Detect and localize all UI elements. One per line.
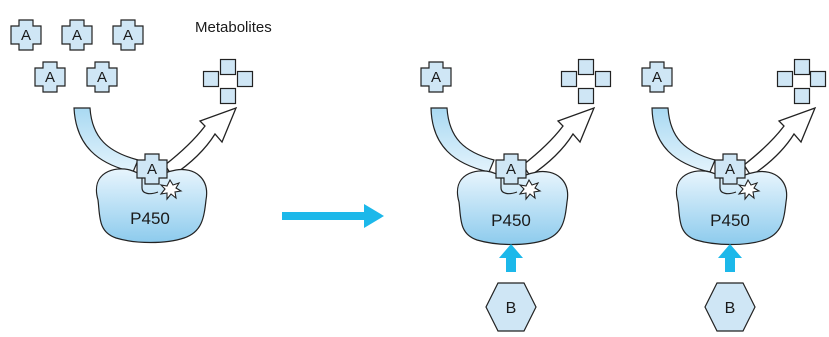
bound-substrate: A [495, 153, 527, 185]
inducer-hexagon: B [704, 282, 756, 332]
substrate-label: A [45, 69, 55, 86]
metabolite-square [809, 70, 827, 88]
substrate-label: A [506, 161, 516, 178]
active-site-link [719, 178, 737, 195]
substrate-molecule: A [420, 61, 452, 93]
metabolite-square [594, 70, 612, 88]
substrate-label: A [21, 27, 31, 44]
metabolite-square [219, 87, 237, 105]
bound-substrate: A [136, 153, 168, 185]
substrate-uptake-arrow [430, 107, 495, 173]
induction-up-arrow [499, 244, 523, 272]
p450-enzyme: P450 [675, 170, 788, 246]
metabolites-group [776, 58, 827, 105]
induction-up-arrow [718, 244, 742, 272]
metabolites-label: Metabolites [195, 19, 272, 36]
metabolite-square [202, 70, 220, 88]
enzyme-label: P450 [491, 211, 531, 230]
active-site-link [500, 178, 518, 195]
substrate-uptake-arrow [651, 107, 716, 173]
substrate-pool: A A A A A [10, 19, 144, 93]
substrate-molecule: A [34, 61, 66, 93]
metabolites-group [560, 58, 612, 105]
substrate-label: A [72, 27, 82, 44]
enzyme-label: P450 [710, 211, 750, 230]
substrate-label: A [123, 27, 133, 44]
substrate-label: A [147, 161, 157, 178]
metabolite-square [219, 58, 237, 76]
p450-enzyme: P450 [95, 168, 208, 244]
p450-enzyme: P450 [456, 170, 569, 246]
induction-arrow [282, 204, 384, 228]
metabolite-square [577, 58, 595, 76]
metabolite-release-arrow [164, 106, 238, 177]
substrate-label: A [725, 161, 735, 178]
metabolites-group [202, 58, 254, 105]
inducer-label: B [506, 300, 517, 317]
active-site-link [141, 178, 159, 195]
inducer-hexagon: B [485, 282, 537, 332]
substrate-uptake-arrow [73, 107, 139, 173]
metabolite-release-arrow [743, 106, 817, 177]
substrate-label: A [97, 69, 107, 86]
metabolite-square [793, 58, 811, 76]
inducer-label: B [725, 300, 736, 317]
substrate-molecule: A [10, 19, 42, 51]
substrate-molecule: A [641, 61, 673, 93]
metabolite-release-arrow [522, 106, 596, 177]
metabolite-square [793, 87, 811, 105]
panel-3: A P450 A B [641, 58, 827, 332]
substrate-molecule: A [61, 19, 93, 51]
substrate-label: A [652, 69, 662, 86]
substrate-molecule: A [86, 61, 118, 93]
metabolite-square [776, 70, 794, 88]
substrate-label: A [431, 69, 441, 86]
substrate-molecule: A [112, 19, 144, 51]
enzyme-label: P450 [130, 209, 170, 228]
panel-2: A P450 A B [420, 58, 612, 332]
bound-substrate: A [714, 153, 746, 185]
metabolite-square [560, 70, 578, 88]
metabolite-square [577, 87, 595, 105]
metabolite-square [236, 70, 254, 88]
panel-1: A A A A A Metabolites [10, 19, 272, 244]
